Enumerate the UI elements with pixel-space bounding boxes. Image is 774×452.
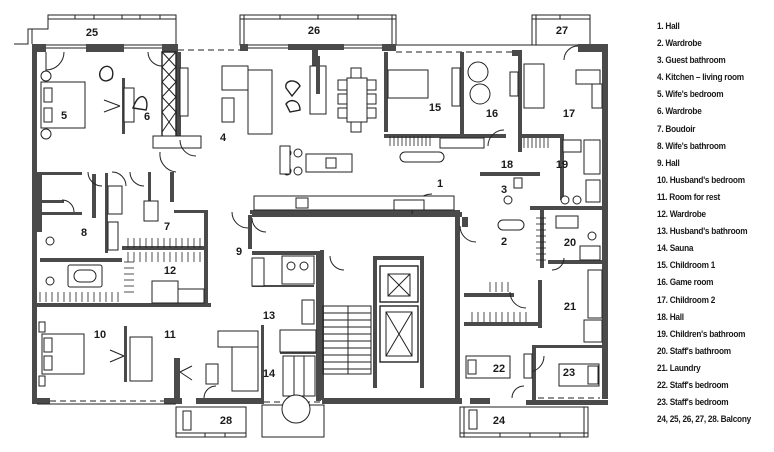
room-label-18: 18	[501, 159, 513, 171]
room-label-27: 27	[556, 25, 568, 37]
legend-item: 7. Boudoir	[657, 123, 696, 135]
room-label-16: 16	[486, 108, 498, 120]
interior-walls	[37, 51, 602, 403]
legend-item: 3. Guest bathroom	[657, 55, 726, 67]
room-label-21: 21	[564, 301, 576, 313]
legend-item: 21. Laundry	[657, 362, 701, 374]
floor-plan-drawing: 1234567891011121314151617181920212223242…	[14, 14, 608, 438]
windows	[37, 44, 600, 405]
legend-item: 19. Children's bathroom	[657, 328, 746, 340]
legend-item: 17. Childroom 2	[657, 294, 716, 306]
room-label-14: 14	[263, 368, 276, 380]
room-label-5: 5	[61, 110, 67, 122]
room-label-12: 12	[164, 265, 176, 277]
legend: 1. Hall 2. Wardrobe 3. Guest bathroom 4.…	[657, 18, 774, 428]
legend-item: 8. Wife's bathroom	[657, 140, 726, 152]
legend-item: 14. Sauna	[657, 243, 694, 255]
legend-item: 13. Husband's bathroom	[657, 226, 748, 238]
room-label-19: 19	[556, 159, 568, 171]
room-label-1: 1	[437, 178, 443, 190]
legend-item: 15. Childroom 1	[657, 260, 716, 272]
room-label-28: 28	[220, 415, 232, 427]
balcony-24	[459, 406, 589, 438]
furniture	[38, 56, 603, 424]
legend-item: 16. Game room	[657, 277, 714, 289]
room-label-4: 4	[220, 132, 227, 144]
legend-item: 23. Staff's bedroom	[657, 397, 729, 409]
legend-item: 1. Hall	[657, 21, 680, 32]
legend-item: 2. Wardrobe	[657, 38, 702, 50]
room-label-20: 20	[564, 237, 576, 249]
room-label-24: 24	[493, 415, 506, 427]
room-label-7: 7	[164, 221, 170, 233]
room-label-6: 6	[144, 111, 150, 123]
balcony-28	[175, 406, 247, 438]
legend-item: 6. Wardrobe	[657, 106, 702, 118]
room-label-26: 26	[308, 25, 320, 37]
balcony-25	[14, 14, 177, 45]
room-label-23: 23	[563, 367, 575, 379]
room-label-11: 11	[164, 329, 176, 341]
legend-item: 12. Wardrobe	[657, 209, 706, 221]
room-label-8: 8	[81, 227, 87, 239]
room-label-10: 10	[94, 329, 106, 341]
legend-item: 10. Husband's bedroom	[657, 174, 745, 186]
legend-item: 5. Wife's bedroom	[657, 89, 724, 101]
balcony-27	[531, 14, 591, 46]
room-label-2: 2	[501, 236, 507, 248]
legend-item: 9. Hall	[657, 157, 680, 169]
room-label-13: 13	[263, 310, 275, 322]
room-label-17: 17	[563, 108, 575, 120]
room-label-22: 22	[493, 363, 505, 375]
staircase	[322, 305, 372, 375]
legend-item: 11. Room for rest	[657, 191, 721, 203]
room-label-3: 3	[501, 184, 507, 196]
room-label-9: 9	[236, 246, 242, 258]
elevators	[379, 265, 419, 363]
legend-item: 20. Staff's bathroom	[657, 345, 731, 357]
legend-item: 18. Hall	[657, 311, 684, 323]
legend-item: 24, 25, 26, 27, 28. Balcony	[657, 414, 751, 426]
legend-item: 4. Kitchen – living room	[657, 72, 744, 84]
legend-item: 22. Staff's bedroom	[657, 379, 729, 391]
room-label-15: 15	[429, 102, 441, 114]
room-label-25: 25	[86, 27, 98, 39]
